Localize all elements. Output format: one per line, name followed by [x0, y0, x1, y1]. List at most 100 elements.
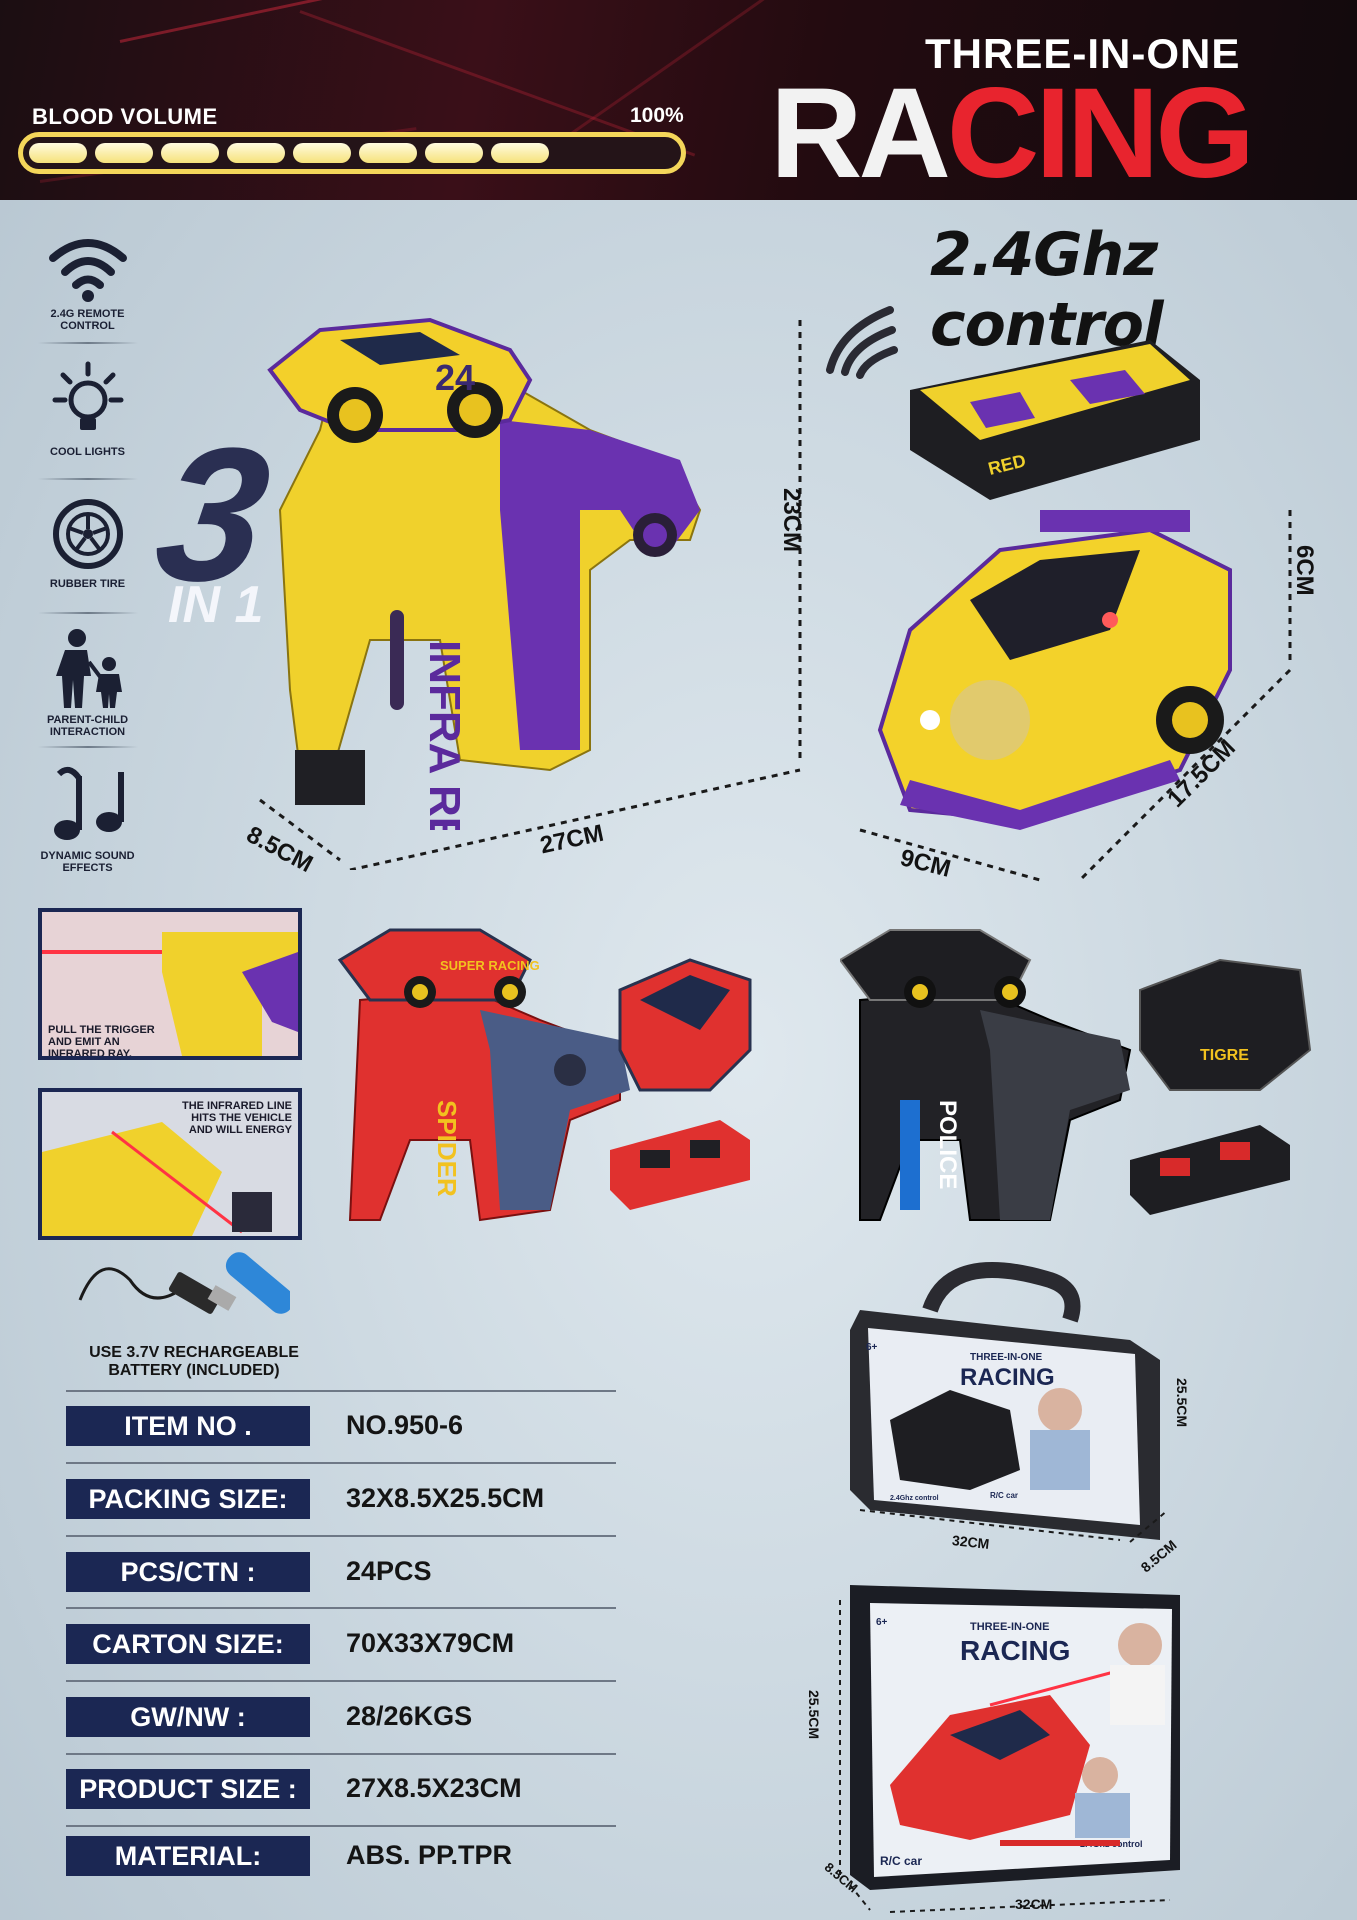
spec-key: PCS/CTN :	[66, 1552, 310, 1592]
spec-divider	[66, 1535, 616, 1537]
feature-divider	[38, 612, 138, 614]
spec-key: CARTON SIZE:	[66, 1624, 310, 1664]
spec-value: 70X33X79CM	[346, 1628, 515, 1658]
gun-brand-text: INFRA RED	[420, 640, 469, 830]
spec-divider	[66, 1753, 616, 1755]
spec-value: 27X8.5X23CM	[346, 1773, 522, 1803]
spec-key: PACKING SIZE:	[66, 1479, 310, 1519]
feature-parent-child: PARENT-CHILD INTERACTION	[40, 628, 135, 738]
car-dimension-lines	[859, 510, 1292, 882]
trigger-callout: PULL THE TRIGGER AND EMIT AN INFRARED RA…	[38, 908, 302, 1060]
case-height-dim: 25.5CM	[1174, 1378, 1190, 1428]
spec-row-pcs-ctn: PCS/CTN : 24PCS	[66, 1552, 616, 1598]
feature-sound-effects: DYNAMIC SOUND EFFECTS	[40, 764, 135, 874]
red-car-brand-text: SUPER RACING	[440, 958, 540, 973]
tire-icon	[52, 499, 123, 569]
box-title-main: RACING	[960, 1635, 1070, 1666]
feature-label: PARENT-CHILD INTERACTION	[46, 714, 129, 738]
feature-cool-lights: COOL LIGHTS	[40, 360, 135, 458]
red-launcher-set: SPIDER SUPER RACING	[337, 928, 752, 1222]
spec-divider	[66, 1462, 616, 1464]
feature-label: RUBBER TIRE	[49, 578, 126, 590]
feature-label: 2.4G REMOTE CONTROL	[50, 308, 125, 332]
music-note-icon	[53, 766, 124, 840]
spec-divider	[66, 1680, 616, 1682]
wifi-icon	[48, 239, 127, 302]
bulb-icon	[52, 361, 123, 430]
yellow-launcher-gun: INFRA RED 24	[267, 317, 702, 830]
spec-divider	[66, 1607, 616, 1609]
carry-case: THREE-IN-ONE RACING 2.4Ghz control R/C c…	[850, 1262, 1160, 1540]
blood-volume-segment	[227, 143, 285, 163]
feature-divider	[38, 478, 138, 480]
spec-row-material: MATERIAL: ABS. PP.TPR	[66, 1836, 616, 1882]
spec-value: NO.950-6	[346, 1410, 464, 1440]
feature-divider	[38, 342, 138, 344]
feature-label: DYNAMIC SOUND EFFECTS	[40, 850, 135, 874]
spec-key: GW/NW :	[66, 1697, 310, 1737]
gun-dimension-lines	[259, 320, 802, 870]
title-racing-red: CING	[946, 62, 1255, 200]
case-control-text: 2.4Ghz control	[890, 1495, 939, 1502]
yellow-remote-control: RED	[910, 340, 1200, 500]
yellow-race-car: 24	[267, 317, 533, 443]
header-banner: BLOOD VOLUME 100% THREE-IN-ONE RACING	[0, 0, 1357, 200]
feature-divider	[38, 746, 138, 748]
trigger-callout-text: PULL THE TRIGGER AND EMIT AN INFRARED RA…	[48, 1024, 155, 1060]
spec-key: ITEM NO .	[66, 1406, 310, 1446]
black-car-brand-text: TIGRE	[1200, 1047, 1249, 1064]
car-number: 24	[435, 357, 475, 398]
case-badge-text: R/C car	[990, 1491, 1018, 1500]
blood-volume-label: BLOOD VOLUME	[32, 104, 218, 129]
spec-value: ABS. PP.TPR	[346, 1840, 513, 1870]
blood-volume-segment	[359, 143, 417, 163]
box-age-text: 6+	[876, 1617, 888, 1628]
blood-volume-segment	[425, 143, 483, 163]
blood-volume-segment	[293, 143, 351, 163]
spec-row-packing-size: PACKING SIZE: 32X8.5X25.5CM	[66, 1479, 616, 1525]
family-icon	[55, 629, 122, 708]
spec-row-carton-size: CARTON SIZE: 70X33X79CM	[66, 1624, 616, 1670]
spec-divider	[66, 1390, 616, 1392]
car-height-dim: 6CM	[1291, 545, 1318, 596]
blood-volume-segment	[29, 143, 87, 163]
feature-label: COOL LIGHTS	[50, 446, 125, 458]
gun-height-dim: 23CM	[778, 488, 805, 553]
spec-value: 28/26KGS	[346, 1701, 473, 1731]
infrared-callout: THE INFRARED LINE HITS THE VEHICLE AND W…	[38, 1088, 302, 1240]
box-title-top: THREE-IN-ONE	[970, 1621, 1049, 1633]
spec-row-item-no: ITEM NO . NO.950-6	[66, 1406, 616, 1452]
yellow-lit-race-car	[877, 510, 1232, 830]
blood-volume-bar	[18, 132, 686, 174]
blood-volume-segment	[95, 143, 153, 163]
feature-rubber-tire: RUBBER TIRE	[40, 494, 135, 590]
case-age-text: 6+	[866, 1342, 878, 1353]
black-launcher-set: POLICE TIGRE	[840, 929, 1312, 1221]
spec-row-gw-nw: GW/NW : 28/26KGS	[66, 1697, 616, 1743]
battery-and-cable	[78, 1252, 290, 1314]
infrared-callout-text: THE INFRARED LINE HITS THE VEHICLE AND W…	[182, 1100, 292, 1136]
spec-key: PRODUCT SIZE :	[66, 1769, 310, 1809]
case-title-top: THREE-IN-ONE	[970, 1352, 1043, 1363]
spec-divider	[66, 1825, 616, 1827]
spec-value: 24PCS	[346, 1556, 432, 1586]
battery-label: USE 3.7V RECHARGEABLE BATTERY (INCLUDED)	[89, 1344, 299, 1379]
case-title-main: RACING	[960, 1364, 1055, 1391]
in-one-badge: IN 1	[168, 576, 264, 634]
spec-key: MATERIAL:	[66, 1836, 310, 1876]
box-width-dim: 32CM	[1015, 1896, 1053, 1912]
title-racing: RACING	[770, 70, 1255, 198]
retail-box: THREE-IN-ONE RACING R/C car 2.4Ghz contr…	[850, 1585, 1180, 1890]
red-gun-brand-text: SPIDER	[432, 1100, 462, 1197]
box-height-dim: 25.5CM	[806, 1690, 822, 1740]
blood-volume-segment	[161, 143, 219, 163]
box-dimension-lines	[839, 1600, 1171, 1913]
title-racing-white: RA	[770, 62, 951, 200]
box-badge-text: R/C car	[880, 1854, 922, 1868]
spec-row-product-size: PRODUCT SIZE : 27X8.5X23CM	[66, 1769, 616, 1815]
black-gun-brand-text: POLICE	[934, 1100, 961, 1189]
title-three-in-one: THREE-IN-ONE	[925, 30, 1241, 77]
blood-volume-percent: 100%	[630, 104, 684, 127]
case-dimension-lines	[859, 1509, 1169, 1543]
